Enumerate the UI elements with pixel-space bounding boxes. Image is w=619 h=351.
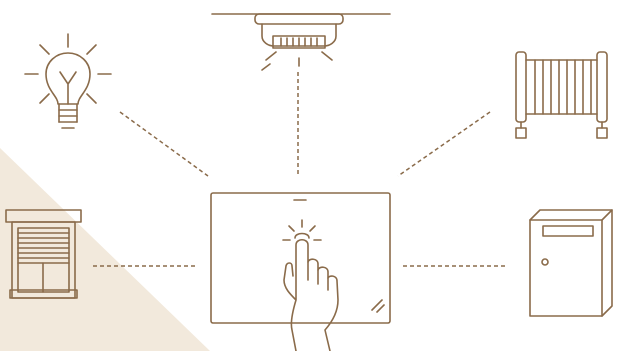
touch-panel-icon [211, 193, 390, 323]
hand-tap-icon [283, 220, 338, 351]
connection-line-light [120, 112, 208, 176]
connection-line-heater [398, 112, 490, 176]
smoke-detector-icon [212, 14, 390, 70]
radiator-icon [516, 52, 607, 138]
background-accent-shape [0, 148, 210, 351]
light-bulb-icon [25, 34, 111, 128]
connection-lines [93, 72, 508, 266]
electrical-cabinet-icon [530, 210, 612, 316]
